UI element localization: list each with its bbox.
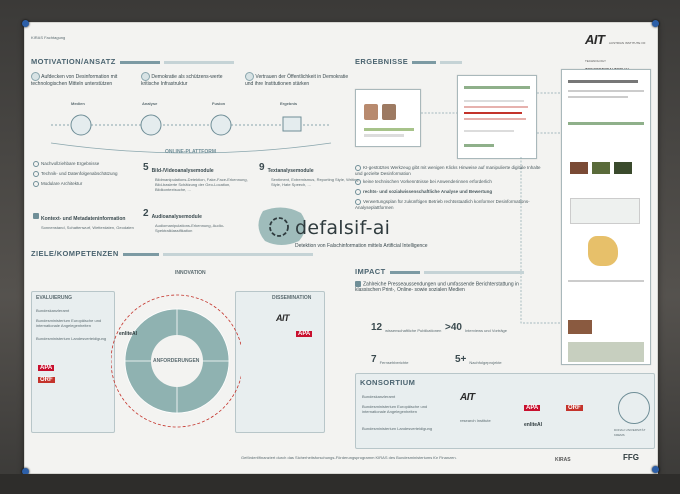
apa-logo: APA (38, 365, 55, 371)
competence-wheel (111, 294, 241, 428)
brand-name: defalsif-ai (295, 217, 391, 239)
thumbnail-1 (570, 162, 588, 174)
face-thumbnail-1 (364, 104, 378, 120)
thumbnail-3 (614, 162, 632, 174)
pipeline-step-media: Medien (71, 101, 85, 106)
ait-logo: AIT AUSTRIAN INSTITUTE OF TECHNOLOGY TOM… (585, 32, 646, 72)
section-title-ziele: ZIELE/KOMPETENZEN (31, 249, 313, 258)
pipeline-step-fusion: Fusion (212, 101, 226, 106)
section-title-motivation: MOTIVATION/ANSATZ (31, 57, 234, 66)
pipeline-diagram (50, 114, 332, 154)
section-title-ergebnisse: ERGEBNISSE (355, 57, 463, 66)
research-institute-logo: research Institute (460, 418, 491, 423)
dissemination-panel: DISSEMINATION AIT APA (235, 291, 325, 433)
header-left-label: KIRAS Fachtagung (31, 35, 66, 40)
floor (0, 474, 680, 494)
footer-text: Gefördert/finanziert durch das Sicherhei… (241, 455, 457, 460)
innovation-label: INNOVATION (175, 270, 206, 276)
result-point-1: KI-gestütztes Werkzeug gibt mit wenigen … (355, 165, 545, 177)
result-point-4: Verwertungsplan für zukünftigen Betrieb … (355, 199, 545, 211)
donau-uni-logo (618, 392, 650, 424)
impact-lead: Zahlreiche Presseaussendungen und umfass… (355, 281, 519, 294)
apa-logo-dissemination: APA (296, 331, 313, 337)
chart-thumbnail (570, 198, 640, 224)
brand-blob (258, 207, 306, 245)
result-icon (282, 116, 302, 132)
ait-logo-konsortium: AIT (460, 392, 475, 403)
brand-subtitle: Detektion von Falschinformation mittels … (295, 243, 428, 249)
center-requirements: ANFORDERUNGEN (153, 358, 200, 364)
enliteai-logo: enliteAI (119, 331, 138, 337)
fusion-icon (210, 114, 232, 136)
result-point-2: keine technischen Vorkenntnisse bei Anwe… (355, 179, 545, 185)
pipeline-step-result: Ergebnis (280, 101, 298, 106)
result-screenshot-report (561, 69, 651, 365)
map-thumbnail (588, 236, 618, 266)
thumbnail-2 (592, 162, 610, 174)
feature-1: Nachvollziehbare Ergebnisse (33, 161, 99, 167)
result-connector-lines (421, 92, 561, 324)
result-point-3: rechts- und sozialwissenschaftliche Anal… (355, 189, 545, 195)
pin-bottom-left (22, 468, 29, 475)
face-thumbnail-2 (382, 104, 396, 120)
orf-logo: ORF (38, 377, 55, 383)
orf-logo-konsortium: ORF (566, 405, 583, 411)
enliteai-logo-konsortium: enliteAI (524, 422, 543, 428)
result-screenshot-text (457, 75, 537, 159)
pin-bottom-right (652, 466, 659, 473)
evaluierung-panel: EVALUIERUNG Bundeskanzleramt Bundesminis… (31, 291, 115, 433)
context-metadata: Kontext- und Metadateninformation Sonnen… (33, 207, 143, 230)
kiras-logo: KIRAS (555, 457, 571, 463)
motivation-point-1: Aufdecken von Desinformation mit technol… (31, 72, 118, 87)
thumbnail-4 (568, 320, 592, 334)
motivation-point-2: Demokratie als schützens-werte kritische… (141, 72, 223, 87)
result-screenshot-faces (355, 89, 421, 147)
pin-top-left (22, 20, 29, 27)
online-platform-label: ONLINE-PLATTFORM (165, 149, 217, 155)
terrain-thumbnail (568, 342, 644, 362)
ffg-logo: FFG (623, 453, 639, 462)
media-icon (70, 114, 92, 136)
feature-3: Modulare Architektur (33, 181, 82, 187)
poster: KIRAS Fachtagung AIT AUSTRIAN INSTITUTE … (24, 22, 658, 474)
brand-ring-icon (269, 217, 289, 237)
ait-logo-small: AIT (276, 313, 290, 323)
section-title-impact: IMPACT (355, 267, 524, 276)
pipeline-step-analysis: Analyse (142, 101, 158, 106)
stat-followup-projects: 5+Nachfolgeprojekte (455, 354, 502, 366)
motivation-point-3: Vertrauen der Öffentlichkeit in Demokrat… (245, 72, 349, 87)
konsortium-panel: KONSORTIUM Bundeskanzleramt Bundesminist… (355, 373, 655, 449)
pin-top-right (652, 20, 659, 27)
analysis-icon (140, 114, 162, 136)
apa-logo-konsortium: APA (524, 405, 541, 411)
feature-2: Technik- und Datenfolgenabschätzung (33, 171, 118, 177)
